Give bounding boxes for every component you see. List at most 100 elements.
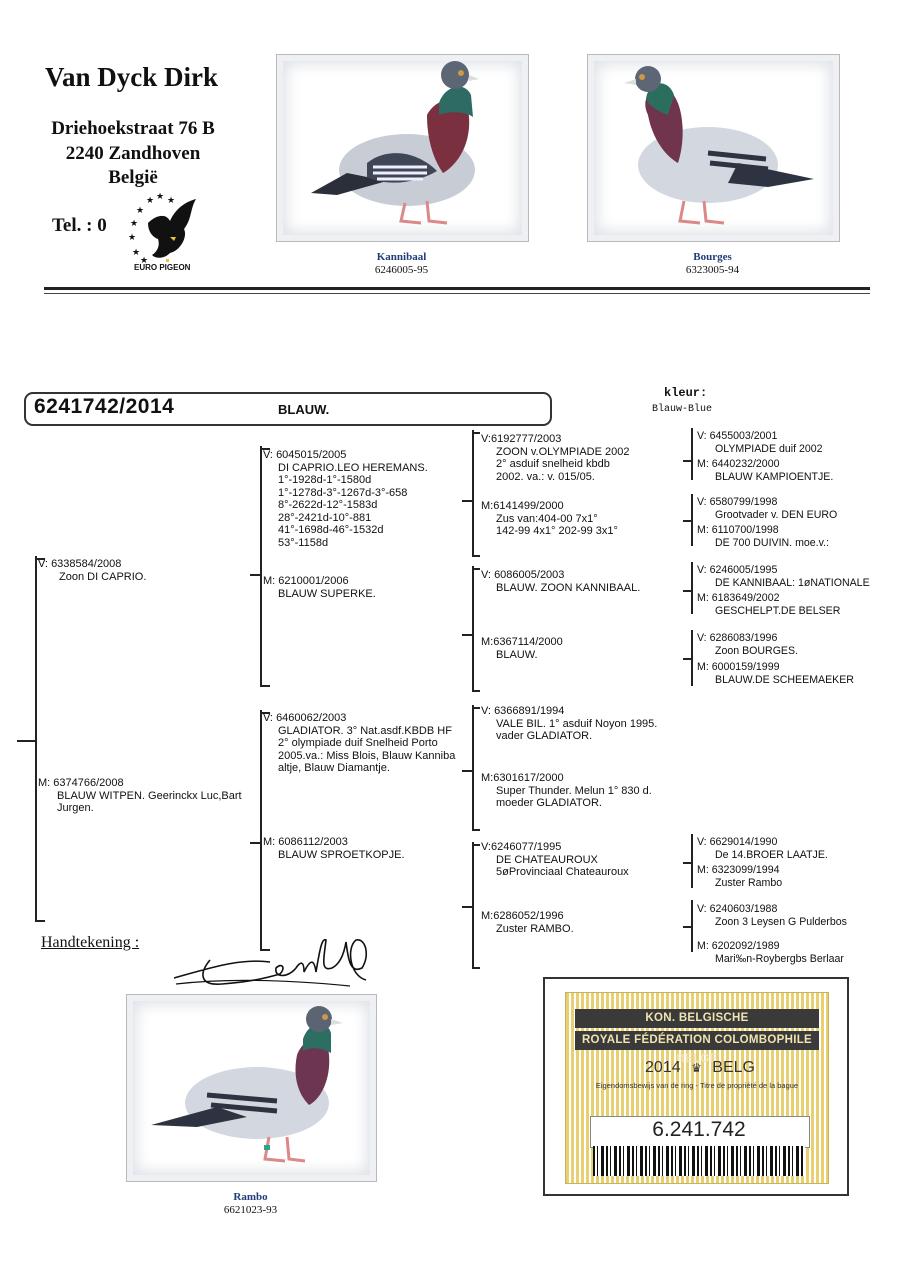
- entry-note: 1°-1278d-3°-1267d-3°-658: [278, 486, 408, 499]
- entry-ring: 6000159/1999: [711, 661, 780, 673]
- entry-ring: 6301617/2000: [493, 772, 564, 784]
- entry-note: vader GLADIATOR.: [496, 730, 593, 742]
- entry-ring: 6192777/2003: [491, 433, 562, 445]
- tree-line: [683, 520, 691, 522]
- entry-note: De 14.BROER LAATJE.: [715, 848, 828, 861]
- sire-tag: V:: [263, 712, 273, 724]
- entry-note: DE KANNIBAAL: 1øNATIONALE: [715, 576, 870, 589]
- entry-note: 28°-2421d-10°-881: [278, 511, 372, 524]
- entry-ring: 6240603/1988: [709, 903, 778, 915]
- tree-line: [260, 710, 262, 950]
- card-year: 2014: [645, 1059, 681, 1076]
- pedigree-entry-g4: M: 6202092/1989 Mari‰n-Roybergbs Berlaar: [697, 940, 844, 965]
- pigeon-icon: [624, 66, 814, 225]
- tree-line: [472, 705, 474, 830]
- tree-line: [691, 494, 693, 546]
- tree-line: [472, 829, 480, 831]
- kleur-value: Blauw-Blue: [652, 404, 713, 415]
- tree-line: [472, 555, 480, 557]
- dam-tag: M:: [263, 575, 276, 587]
- pedigree-entry-g4: V: 6629014/1990 De 14.BROER LAATJE.: [697, 836, 828, 861]
- photo-bourges: [587, 54, 840, 242]
- pedigree-entry-g4: V: 6240603/1988 Zoon 3 Leysen G Pulderbo…: [697, 903, 847, 928]
- entry-ring: 6440232/2000: [711, 458, 780, 470]
- entry-note: moeder GLADIATOR.: [496, 797, 602, 809]
- tree-line: [260, 446, 262, 686]
- tree-line: [260, 949, 270, 951]
- entry-ring: 6210001/2006: [278, 575, 349, 587]
- entry-note: 2002. va.: v. 015/05.: [496, 470, 595, 483]
- pedigree-entry-father: V: 6338584/2008 Zoon DI CAPRIO.: [38, 558, 146, 583]
- entry-ring: 6202092/1989: [711, 940, 780, 952]
- ring-number: 6241742/2014: [34, 395, 175, 418]
- signature-icon: [173, 939, 368, 987]
- entry-ring: 6286052/1996: [493, 910, 564, 922]
- pedigree-entry-ffm: M:6141499/2000 Zus van:404-00 7x1° 142-9…: [481, 500, 618, 538]
- entry-ring: 6246005/1995: [709, 564, 778, 576]
- entry-note: BLAUW.: [496, 648, 538, 661]
- entry-ring: 6246077/1995: [491, 841, 562, 853]
- sire-tag: V:: [481, 705, 491, 717]
- pedigree-entry-mmf: V:6246077/1995 DE CHATEAUROUX 5øProvinci…: [481, 841, 629, 879]
- sire-tag: V:: [697, 496, 707, 508]
- sire-tag: V:: [697, 564, 707, 576]
- entry-ring: 6338584/2008: [51, 558, 122, 570]
- svg-text:★: ★: [167, 196, 175, 206]
- pedigree-entry-g4: V: 6246005/1995 DE KANNIBAAL: 1øNATIONAL…: [697, 564, 870, 589]
- pedigree-entry-fff: V:6192777/2003 ZOON v.OLYMPIADE 2002 2° …: [481, 433, 629, 483]
- entry-note: BLAUW SPROETKOPJE.: [278, 848, 405, 861]
- entry-ring: 6183649/2002: [711, 592, 780, 604]
- tree-line: [35, 558, 45, 560]
- pedigree-entry-mfm: M:6301617/2000 Super Thunder. Melun 1° 8…: [481, 772, 652, 810]
- svg-text:★: ★: [140, 256, 148, 266]
- entry-note: 8°-2622d-12°-1583d: [278, 499, 378, 511]
- entry-ring: 6045015/2005: [276, 449, 347, 461]
- photo-bourges-name: Bourges: [693, 251, 732, 263]
- tree-line: [260, 448, 270, 450]
- tree-line: [17, 740, 35, 742]
- entry-note: 5øProvinciaal Chateauroux: [496, 866, 629, 878]
- entry-note: VALE BIL. 1° asduif Noyon 1995.: [496, 717, 658, 730]
- entry-ring: 6629014/1990: [709, 836, 778, 848]
- pedigree-entry-g4: V: 6286083/1996 Zoon BOURGES.: [697, 632, 798, 657]
- pedigree-entry-mother: M: 6374766/2008 BLAUW WITPEN. Geerinckx …: [38, 777, 242, 815]
- entry-note: 142-99 4x1° 202-99 3x1°: [496, 525, 618, 537]
- pedigree-entry-g4: M: 6110700/1998 DE 700 DUIVIN. moe.v.:: [697, 524, 829, 549]
- entry-note: 2° olympiade duif Snelheid Porto: [278, 737, 438, 749]
- entry-note: DE 700 DUIVIN. moe.v.:: [715, 536, 830, 549]
- entry-note: BLAUW. ZOON KANNIBAAL.: [496, 581, 641, 594]
- sire-tag: V:: [697, 903, 707, 915]
- dam-tag: M:: [697, 592, 709, 604]
- svg-text:★: ★: [146, 196, 154, 206]
- card-federation-fr: ROYALE FÉDÉRATION COLOMBOPHILE BELGE: [575, 1031, 819, 1065]
- photo-kannibaal-ring: 6246005-95: [374, 264, 429, 276]
- entry-note: GESCHELPT.DE BELSER: [715, 604, 841, 617]
- tree-line: [683, 590, 691, 592]
- entry-note: OLYMPIADE duif 2002: [715, 442, 823, 455]
- entry-note: DI CAPRIO.LEO HEREMANS.: [278, 461, 428, 474]
- entry-note: Zuster Rambo: [715, 876, 783, 889]
- entry-note: Zuster RAMBO.: [496, 922, 574, 935]
- tree-line: [683, 926, 691, 928]
- pedigree-entry-g4: M: 6000159/1999 BLAUW.DE SCHEEMAEKER: [697, 661, 854, 686]
- tree-line: [683, 460, 691, 462]
- tree-line: [691, 562, 693, 614]
- svg-text:★: ★: [156, 193, 164, 202]
- photo-kannibaal-name: Kannibaal: [376, 251, 427, 263]
- dam-tag: M:: [697, 661, 709, 673]
- tree-line: [472, 967, 480, 969]
- entry-note: Grootvader v. DEN EURO: [715, 508, 838, 521]
- sire-tag: V:: [38, 558, 48, 570]
- header-divider-thin: [44, 293, 870, 294]
- pedigree-entry-fmm: M:6367114/2000 BLAUW.: [481, 636, 563, 661]
- sire-tag: V:: [481, 841, 491, 853]
- photo-rambo: [126, 994, 377, 1182]
- breeder-street: Driehoekstraat 76 B: [51, 118, 215, 139]
- entry-note: 2005.va.: Miss Blois, Blauw Kanniba: [278, 749, 456, 762]
- pedigree-entry-g4: V: 6580799/1998 Grootvader v. DEN EURO: [697, 496, 837, 521]
- kleur-label: kleur:: [664, 386, 708, 400]
- svg-text:★: ★: [132, 248, 140, 258]
- card-federation-nl: KON. BELGISCHE DUIVENLIEFHEBBERSBOND: [575, 1009, 819, 1043]
- dam-tag: M:: [481, 772, 494, 784]
- tree-line: [35, 920, 45, 922]
